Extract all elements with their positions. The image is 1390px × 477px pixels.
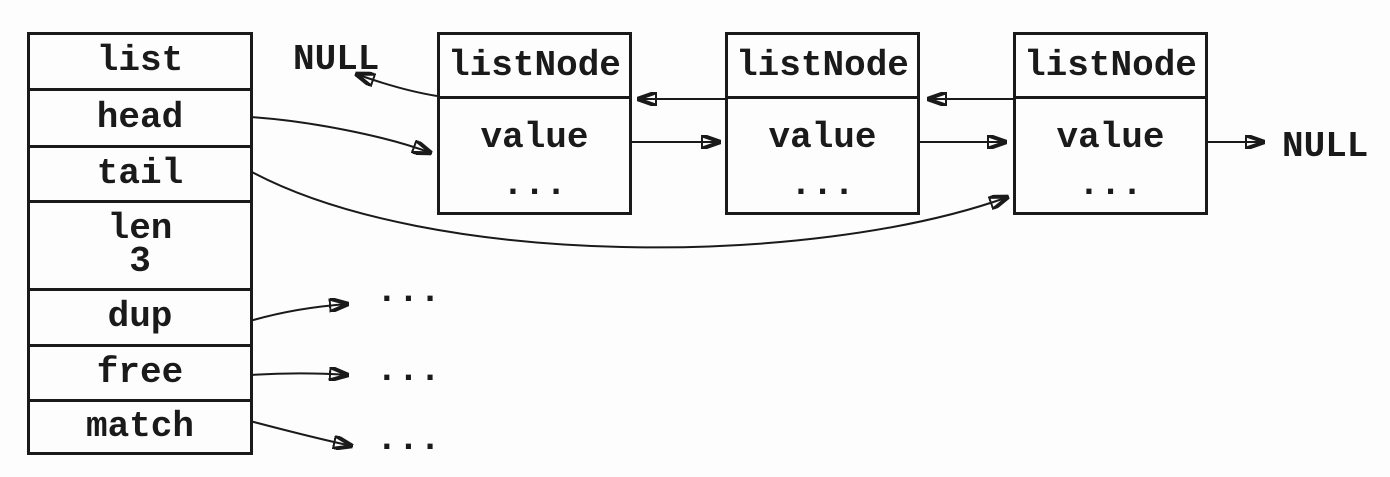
field-len-label: len <box>107 208 173 250</box>
listnode-1-title: listNode <box>448 45 621 86</box>
field-free-label: free <box>96 351 184 393</box>
listnode-1-title-cell: listNode <box>440 35 629 99</box>
listnode-3-title-cell: listNode <box>1016 35 1205 99</box>
listnode-3-value-label: value <box>1056 116 1165 158</box>
field-dup-label: dup <box>107 296 173 338</box>
null-label-next: NULL <box>1282 126 1369 167</box>
head-pointer-arrow <box>249 116 431 153</box>
listnode-2-title: listNode <box>736 45 909 86</box>
listnode-1-value-label: value <box>480 116 589 158</box>
field-head-cell: head <box>30 91 250 148</box>
field-free-cell: free <box>30 347 250 402</box>
match-target-ellipsis: ... <box>376 419 441 460</box>
listnode-2-ellipsis: ... <box>790 164 855 205</box>
null-label-prev: NULL <box>293 39 380 80</box>
listnode-2-value-label: value <box>768 116 877 158</box>
field-len-cell: len 3 <box>30 203 250 291</box>
listnode-3-title: listNode <box>1024 45 1197 86</box>
listnode-box-2: listNode value ... <box>725 32 920 215</box>
field-tail-label: tail <box>96 152 184 194</box>
field-dup-cell: dup <box>30 291 250 347</box>
listnode-3-ellipsis: ... <box>1078 164 1143 205</box>
listnode-3-body: value ... <box>1016 99 1205 212</box>
list-struct-title: list <box>96 40 184 82</box>
field-head-label: head <box>96 96 184 138</box>
listnode-2-title-cell: listNode <box>728 35 917 99</box>
list-struct-box: list head tail len 3 dup free match <box>27 32 253 455</box>
list-struct-title-cell: list <box>30 35 250 91</box>
listnode-box-3: listNode value ... <box>1013 32 1208 215</box>
listnode-1-ellipsis: ... <box>502 164 567 205</box>
free-target-ellipsis: ... <box>376 350 441 391</box>
listnode-1-body: value ... <box>440 99 629 212</box>
field-tail-cell: tail <box>30 148 250 203</box>
dup-pointer-arrow <box>249 304 348 322</box>
match-pointer-arrow <box>249 420 352 446</box>
field-match-label: match <box>85 405 195 447</box>
listnode-box-1: listNode value ... <box>437 32 632 215</box>
free-pointer-arrow <box>249 374 348 376</box>
field-len-value: 3 <box>129 240 151 282</box>
listnode-2-body: value ... <box>728 99 917 212</box>
dup-target-ellipsis: ... <box>376 271 441 312</box>
field-match-cell: match <box>30 402 250 452</box>
